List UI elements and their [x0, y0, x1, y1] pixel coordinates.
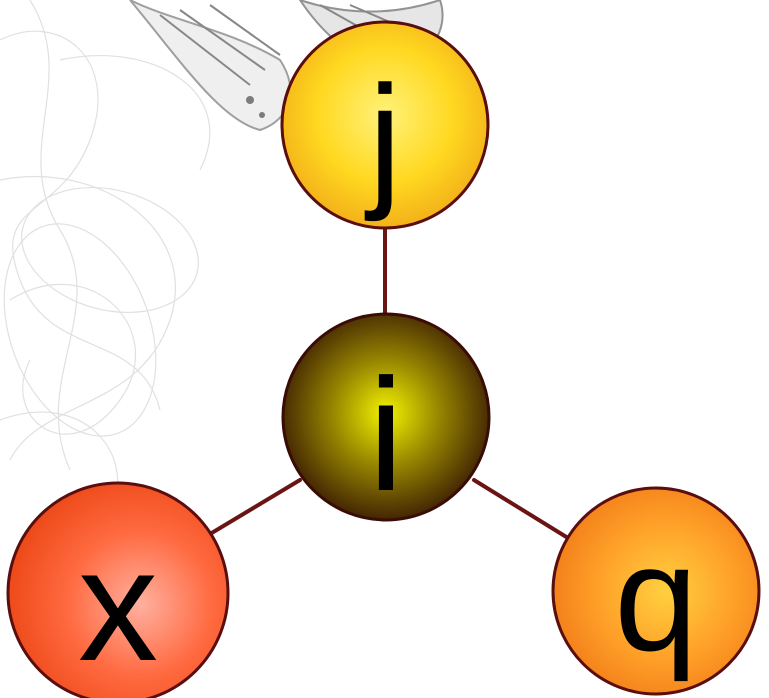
node-x: x — [6, 481, 230, 698]
node-i-center: i — [281, 312, 491, 524]
node-j: j — [280, 20, 490, 230]
background-sketch — [0, 0, 211, 521]
edge-center-right — [472, 478, 570, 540]
edge-center-left — [198, 478, 302, 542]
node-q: q — [551, 486, 761, 696]
node-label-q: q — [614, 514, 697, 682]
node-label-i: i — [368, 345, 404, 524]
node-label-x: x — [78, 515, 158, 694]
node-label-j: j — [364, 54, 401, 222]
edges — [198, 208, 570, 542]
